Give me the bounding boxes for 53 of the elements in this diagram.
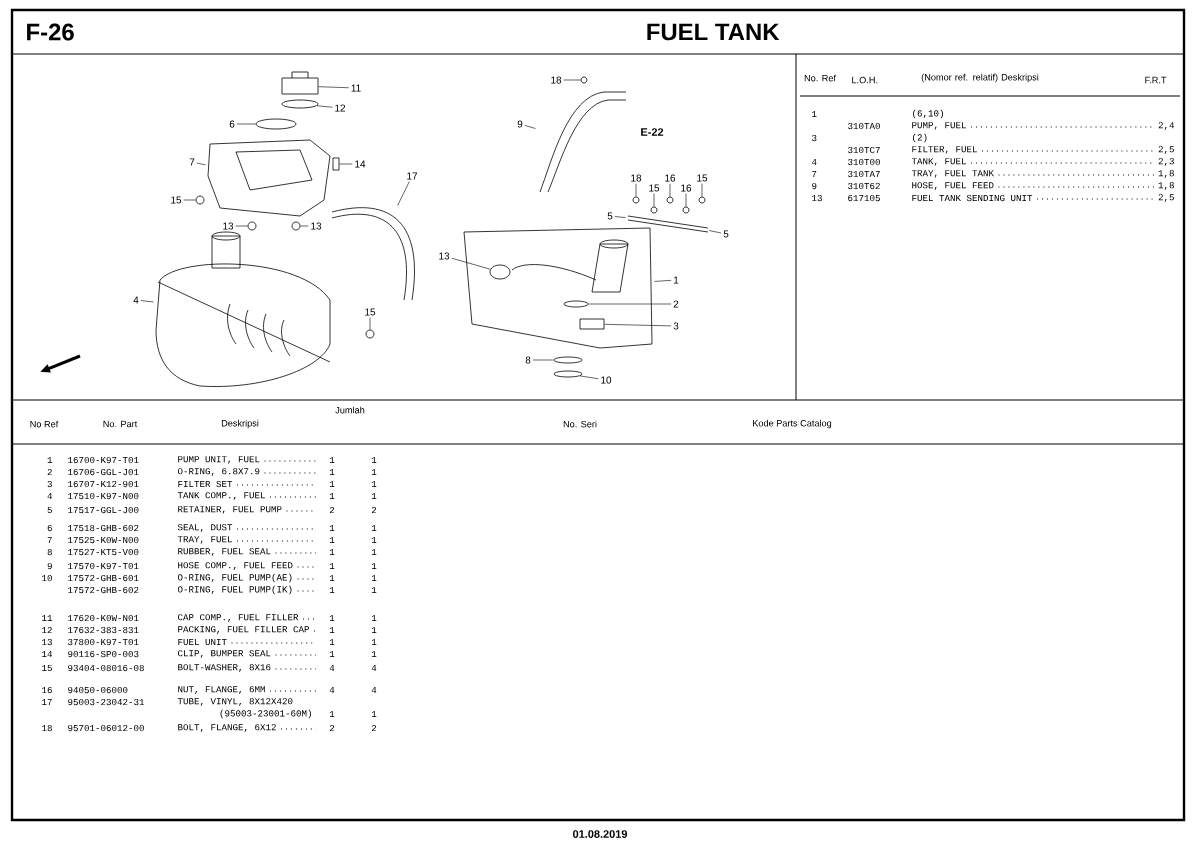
bolt-drawing <box>247 221 257 231</box>
page-code: F-26 <box>27 23 74 41</box>
leader-line <box>236 123 256 125</box>
o-ring-drawing <box>553 370 583 378</box>
page-title: FUEL TANK <box>647 23 780 41</box>
float-drawing <box>489 264 511 280</box>
nut-drawing <box>666 196 674 204</box>
seal-drawing <box>255 118 297 130</box>
leader-line <box>318 86 350 89</box>
leader-line <box>369 317 371 330</box>
leader-line <box>579 375 599 380</box>
leader-line <box>708 230 722 234</box>
fuel-pump-drawing <box>463 227 653 349</box>
retainer-drawing <box>627 215 709 233</box>
fuel-tank-drawing <box>155 231 331 387</box>
rubber-seal-drawing <box>553 356 583 364</box>
leader-line <box>588 303 672 305</box>
ring-drawing <box>281 99 319 109</box>
leader-line <box>653 193 655 207</box>
nut-drawing <box>682 206 690 214</box>
filter-drawing <box>579 318 605 330</box>
leader-line <box>532 359 554 361</box>
bolt-drawing <box>195 195 205 205</box>
leader-line <box>196 162 206 166</box>
leader-line <box>635 183 637 197</box>
tube-drawing <box>331 207 415 301</box>
leader-line <box>235 225 248 227</box>
bolt-drawing <box>291 221 301 231</box>
leader-line <box>397 181 410 206</box>
leader-line <box>685 193 687 207</box>
leader-line <box>604 324 672 327</box>
bolt-drawing <box>632 196 640 204</box>
leader-line <box>140 300 154 303</box>
bolt-drawing <box>580 76 588 84</box>
leader-line <box>524 125 536 129</box>
leader-line <box>300 225 309 227</box>
bolt-drawing <box>698 196 706 204</box>
tray-drawing <box>207 139 331 217</box>
leader-line <box>654 280 672 282</box>
leader-line <box>563 79 581 81</box>
leader-line <box>669 183 671 197</box>
bolt-drawing <box>650 206 658 214</box>
leader-line <box>701 183 703 197</box>
hose-drawing <box>539 91 627 193</box>
bolt-drawing <box>365 329 375 339</box>
leader-line <box>451 257 491 270</box>
leader-line <box>316 105 333 108</box>
leader-line <box>614 216 626 218</box>
cap-drawing <box>281 71 319 95</box>
o-ring-drawing <box>563 300 589 308</box>
clip-drawing <box>332 157 340 171</box>
leader-line <box>183 199 196 201</box>
leader-line <box>339 163 353 165</box>
